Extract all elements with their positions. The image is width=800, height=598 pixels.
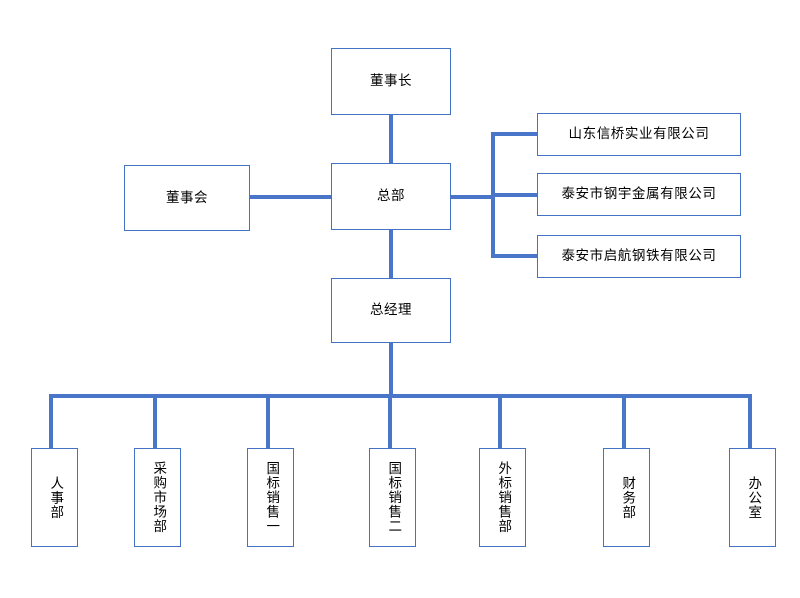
node-department-procurement-marketing-label: 采购市场部 [150, 461, 167, 534]
connector-headquarters-to-subsidiary-trunk [450, 195, 495, 199]
node-subsidiary-1[interactable]: 山东信桥实业有限公司 [537, 113, 741, 156]
node-headquarters[interactable]: 总部 [331, 163, 451, 230]
node-department-office[interactable]: 办公室 [729, 448, 776, 547]
connector-department-drop-6 [622, 394, 626, 448]
node-department-hr-label: 人事部 [47, 475, 64, 520]
node-board-of-directors-label: 董事会 [166, 189, 208, 206]
connector-department-drop-5 [498, 394, 502, 448]
connector-department-drop-4 [388, 394, 392, 448]
node-department-finance[interactable]: 财务部 [603, 448, 650, 547]
connector-department-drop-7 [748, 394, 752, 448]
connector-board-to-headquarters [249, 195, 333, 199]
connector-department-drop-3 [266, 394, 270, 448]
node-department-gb-sales-1-label: 国标销售一 [263, 461, 280, 534]
node-general-manager-label: 总经理 [370, 302, 412, 319]
node-subsidiary-2-label: 泰安市钢宇金属有限公司 [561, 186, 717, 203]
node-department-gb-sales-2[interactable]: 国标销售二 [369, 448, 416, 547]
node-department-export-sales[interactable]: 外标销售部 [479, 448, 526, 547]
connector-department-drop-2 [153, 394, 157, 448]
node-subsidiary-3[interactable]: 泰安市启航钢铁有限公司 [537, 235, 741, 278]
node-department-export-sales-label: 外标销售部 [495, 461, 512, 534]
connector-subsidiary-branch-3 [491, 254, 538, 258]
node-department-office-label: 办公室 [745, 475, 762, 520]
node-subsidiary-2[interactable]: 泰安市钢宇金属有限公司 [537, 173, 741, 216]
node-department-procurement-marketing[interactable]: 采购市场部 [134, 448, 181, 547]
connector-subsidiary-branch-2 [491, 193, 538, 197]
node-chairman[interactable]: 董事长 [331, 48, 451, 115]
node-board-of-directors[interactable]: 董事会 [124, 165, 250, 231]
connector-headquarters-to-general-manager [389, 229, 393, 279]
connector-department-bus [49, 394, 752, 398]
connector-subsidiary-branch-1 [491, 132, 538, 136]
node-department-gb-sales-1[interactable]: 国标销售一 [247, 448, 294, 547]
node-department-gb-sales-2-label: 国标销售二 [385, 461, 402, 534]
node-department-hr[interactable]: 人事部 [31, 448, 78, 547]
connector-department-drop-1 [49, 394, 53, 448]
node-general-manager[interactable]: 总经理 [331, 278, 451, 343]
connector-general-manager-to-bus [389, 342, 393, 397]
node-chairman-label: 董事长 [370, 73, 412, 90]
node-subsidiary-1-label: 山东信桥实业有限公司 [568, 126, 710, 143]
node-department-finance-label: 财务部 [619, 475, 636, 520]
connector-chairman-to-headquarters [389, 114, 393, 164]
node-subsidiary-3-label: 泰安市启航钢铁有限公司 [561, 248, 717, 265]
node-headquarters-label: 总部 [377, 188, 405, 205]
